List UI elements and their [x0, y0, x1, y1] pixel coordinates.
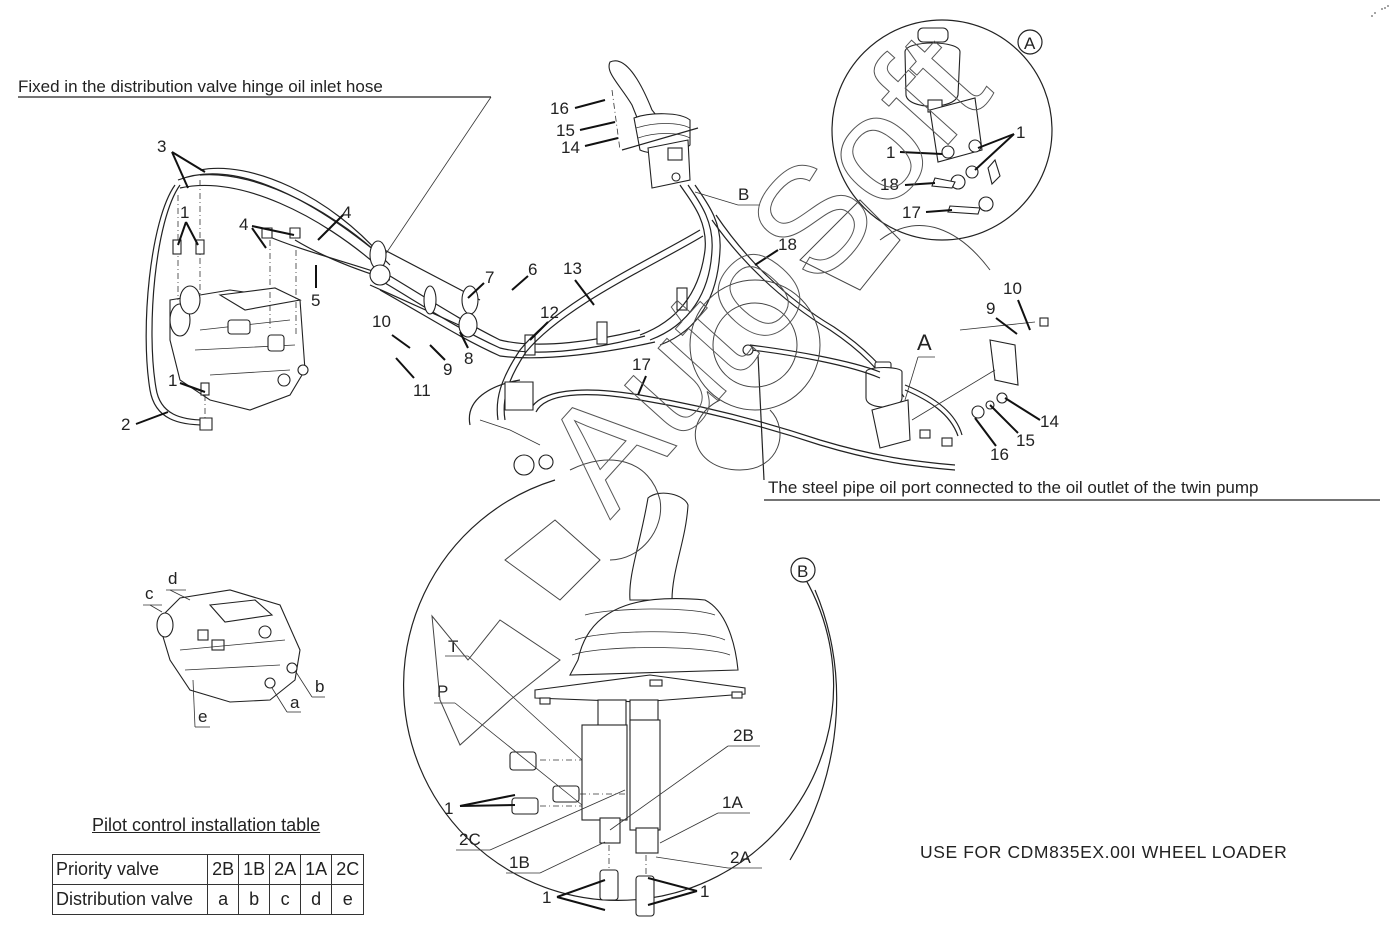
callout-label: 2C [459, 830, 481, 849]
note-inlet-hose: Fixed in the distribution valve hinge oi… [18, 77, 492, 256]
note-steel-pipe: The steel pipe oil port connected to the… [764, 478, 1380, 501]
callout-label: 2 [121, 415, 130, 434]
table-cell: 2A [269, 854, 302, 885]
accumulator-assembly [742, 317, 1049, 481]
callout-label: 18 [880, 175, 899, 194]
callout-label: B [738, 185, 749, 204]
table-cell: b [238, 884, 271, 915]
table-cell: d [300, 884, 333, 915]
callout-label: 17 [632, 355, 651, 374]
callout-label: 1 [700, 882, 709, 901]
callout-label: 11 [413, 381, 431, 400]
table-cell: c [269, 884, 302, 915]
corner-mark [1371, 5, 1389, 17]
distribution-valve-main [169, 285, 309, 411]
callout-label: 10 [1003, 279, 1022, 298]
table-cell: e [331, 884, 365, 915]
detail-view-b: B T P 2B 1A 2C 1B 2A 1 [403, 479, 838, 917]
callout-label: d [168, 569, 177, 588]
callout-label: 2B [733, 726, 754, 745]
joystick-main [608, 60, 699, 189]
callout-label: 18 [778, 235, 797, 254]
table-cell: a [207, 884, 240, 915]
callout-label: 15 [1016, 431, 1035, 450]
callout-label: 1 [444, 799, 453, 818]
callout-label: 1 [886, 143, 895, 162]
callout-label: c [145, 584, 154, 603]
callout-label: 1 [180, 203, 189, 222]
callout-label: b [315, 677, 324, 696]
callout-label: 15 [556, 121, 575, 140]
callout-label: 1 [542, 888, 551, 907]
callout-label: B [797, 562, 808, 581]
callout-label: 1 [168, 371, 177, 390]
callout-label: 9 [443, 360, 452, 379]
detail-view-a: A 1 1 18 17 [831, 19, 1053, 241]
callout-label: 16 [990, 445, 1009, 464]
callout-label: 10 [372, 312, 391, 331]
table-cell: 2C [331, 854, 365, 885]
callout-label: 1A [722, 793, 743, 812]
callout-label: P [437, 682, 448, 701]
hose-bundle [369, 184, 721, 359]
callout-label: 2A [730, 848, 751, 867]
detail-b-marker [790, 557, 816, 583]
callout-label: T [448, 637, 458, 656]
callout-label: 1 [1016, 123, 1025, 142]
callout-label: 9 [986, 299, 995, 318]
callout-label: 5 [311, 291, 320, 310]
callout-label: Fixed in the distribution valve hinge oi… [18, 77, 383, 96]
callout-label: 17 [902, 203, 921, 222]
callout-label: 12 [540, 303, 559, 322]
installation-table: Priority valve 2B 1B 2A 1A 2C Distributi… [51, 854, 365, 915]
table-cell: 1A [300, 854, 333, 885]
table-cell: 1B [238, 854, 271, 885]
callout-label: 14 [1040, 412, 1059, 431]
distribution-valve-ports: d c b a e [143, 569, 325, 728]
table-cell: 2B [207, 854, 240, 885]
table-row: Priority valve 2B 1B 2A 1A 2C [51, 854, 365, 885]
installation-table-title: Pilot control installation table [92, 815, 321, 835]
callout-label: 8 [464, 349, 473, 368]
callout-label: a [290, 693, 300, 712]
callout-label: 4 [342, 203, 351, 222]
callouts-main: 3 1 4 4 5 1 2 7 6 10 9 8 11 12 13 16 15 … [121, 99, 1059, 464]
callout-label: A [1024, 34, 1036, 53]
row-label: Priority valve [51, 854, 209, 885]
callout-label: e [198, 707, 207, 726]
callout-label: A [917, 330, 932, 355]
table-row: Distribution valve a b c d e [51, 884, 365, 915]
callout-label: 4 [239, 215, 248, 234]
callout-label: 16 [550, 99, 569, 118]
footer-model-note: USE FOR CDM835EX.00I WHEEL LOADER [920, 842, 1288, 862]
callout-label: 1B [509, 853, 530, 872]
callout-label: 14 [561, 138, 580, 157]
row-label: Distribution valve [51, 884, 209, 915]
callout-label: 7 [485, 268, 494, 287]
callout-label: AutoSoft [509, 1, 1019, 541]
callout-label: 3 [157, 137, 166, 156]
callout-label: 13 [563, 259, 582, 278]
callout-label: The steel pipe oil port connected to the… [768, 478, 1258, 497]
hoses-valve [145, 167, 391, 431]
detail-a-marker [1017, 29, 1043, 55]
callout-label: 6 [528, 260, 537, 279]
